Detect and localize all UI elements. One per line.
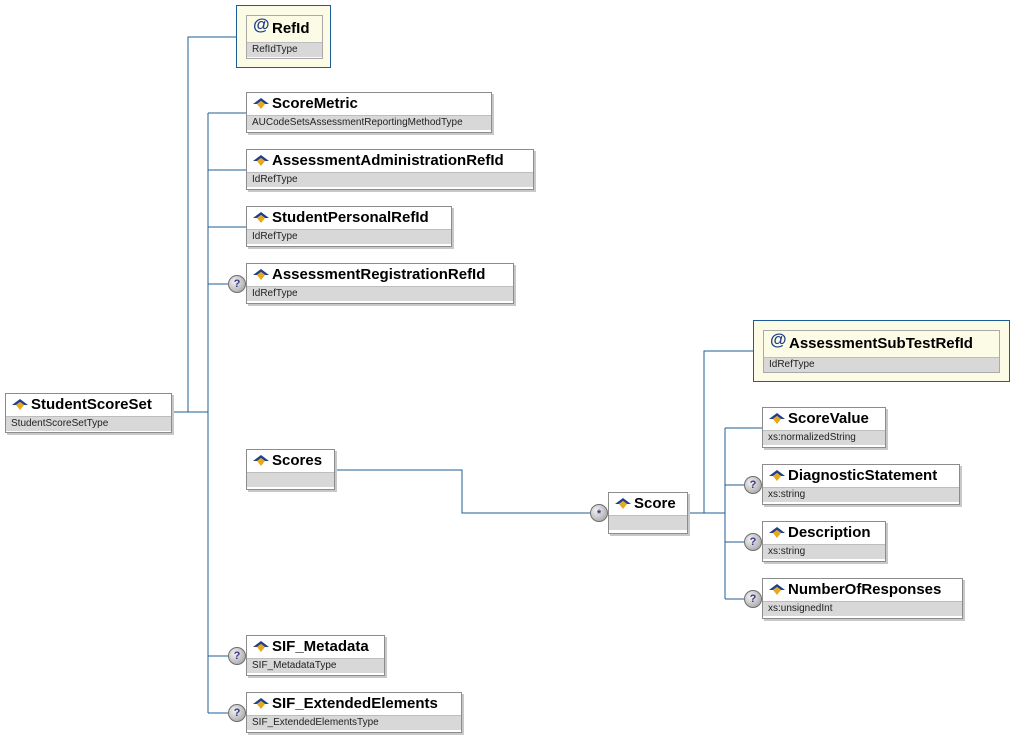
element-icon xyxy=(253,98,269,109)
attribute-name: RefId xyxy=(272,20,310,37)
child-scores[interactable]: Scores xyxy=(246,449,335,490)
child-scorevalue[interactable]: ScoreValue xs:normalizedString xyxy=(762,407,886,448)
attribute-assessmentsubtestrefid[interactable]: @ AssessmentSubTestRefId IdRefType xyxy=(763,330,1000,373)
element-icon xyxy=(253,455,269,466)
element-name: Description xyxy=(788,524,871,541)
element-icon xyxy=(769,413,785,424)
attribute-at-icon: @ xyxy=(253,15,270,34)
element-icon xyxy=(615,498,631,509)
element-type: AUCodeSetsAssessmentReportingMethodType xyxy=(247,115,491,130)
element-type: IdRefType xyxy=(247,229,451,244)
child-numberofresponses[interactable]: NumberOfResponses xs:unsignedInt xyxy=(762,578,963,619)
child-assessmentregistrationrefid[interactable]: AssessmentRegistrationRefId IdRefType xyxy=(246,263,514,304)
optional-question-icon: ? xyxy=(744,590,762,608)
optional-question-icon: ? xyxy=(744,533,762,551)
element-icon xyxy=(253,641,269,652)
root-type: StudentScoreSetType xyxy=(6,416,171,431)
element-name: NumberOfResponses xyxy=(788,581,942,598)
element-icon xyxy=(253,698,269,709)
child-diagnosticstatement[interactable]: DiagnosticStatement xs:string xyxy=(762,464,960,505)
element-type xyxy=(247,472,334,487)
element-name: Score xyxy=(634,495,676,512)
attribute-refid[interactable]: @ RefId RefIdType xyxy=(246,15,323,59)
element-icon xyxy=(769,470,785,481)
element-name: Scores xyxy=(272,452,323,469)
element-name: AssessmentRegistrationRefId xyxy=(272,266,486,283)
element-type: xs:string xyxy=(763,544,885,559)
element-type: xs:unsignedInt xyxy=(763,601,962,616)
element-type xyxy=(609,515,687,530)
element-type: IdRefType xyxy=(247,286,513,301)
element-icon xyxy=(253,212,269,223)
element-type: xs:normalizedString xyxy=(763,430,885,445)
child-description[interactable]: Description xs:string xyxy=(762,521,886,562)
child-assessmentadministrationrefid[interactable]: AssessmentAdministrationRefId IdRefType xyxy=(246,149,534,190)
element-icon xyxy=(769,527,785,538)
element-name: StudentPersonalRefId xyxy=(272,209,429,226)
element-name: AssessmentAdministrationRefId xyxy=(272,152,504,169)
element-type: SIF_MetadataType xyxy=(247,658,384,673)
element-name: ScoreValue xyxy=(788,410,869,427)
element-icon xyxy=(253,155,269,166)
attribute-type: IdRefType xyxy=(764,357,999,372)
element-name: SIF_ExtendedElements xyxy=(272,695,438,712)
attribute-type: RefIdType xyxy=(247,42,322,57)
optional-question-icon: ? xyxy=(228,704,246,722)
child-sif-extendedelements[interactable]: SIF_ExtendedElements SIF_ExtendedElement… xyxy=(246,692,462,733)
root-name: StudentScoreSet xyxy=(31,396,152,413)
score-node[interactable]: Score xyxy=(608,492,688,534)
element-type: IdRefType xyxy=(247,172,533,187)
element-icon xyxy=(12,399,28,410)
attributes-group: @ RefId RefIdType xyxy=(236,5,331,68)
optional-question-icon: ? xyxy=(228,647,246,665)
element-name: SIF_Metadata xyxy=(272,638,369,655)
element-type: xs:string xyxy=(763,487,959,502)
score-attributes-group: @ AssessmentSubTestRefId IdRefType xyxy=(753,320,1010,382)
optional-question-icon: ? xyxy=(228,275,246,293)
multiplicity-star-icon: * xyxy=(590,504,608,522)
element-type: SIF_ExtendedElementsType xyxy=(247,715,461,730)
element-name: ScoreMetric xyxy=(272,95,358,112)
child-studentpersonalrefid[interactable]: StudentPersonalRefId IdRefType xyxy=(246,206,452,247)
attribute-at-icon: @ xyxy=(770,330,787,349)
element-icon xyxy=(253,269,269,280)
element-name: DiagnosticStatement xyxy=(788,467,938,484)
child-sif-metadata[interactable]: SIF_Metadata SIF_MetadataType xyxy=(246,635,385,676)
optional-question-icon: ? xyxy=(744,476,762,494)
element-icon xyxy=(769,584,785,595)
attribute-name: AssessmentSubTestRefId xyxy=(789,335,973,352)
child-scoremetric[interactable]: ScoreMetric AUCodeSetsAssessmentReportin… xyxy=(246,92,492,133)
root-node[interactable]: StudentScoreSet StudentScoreSetType xyxy=(5,393,172,433)
